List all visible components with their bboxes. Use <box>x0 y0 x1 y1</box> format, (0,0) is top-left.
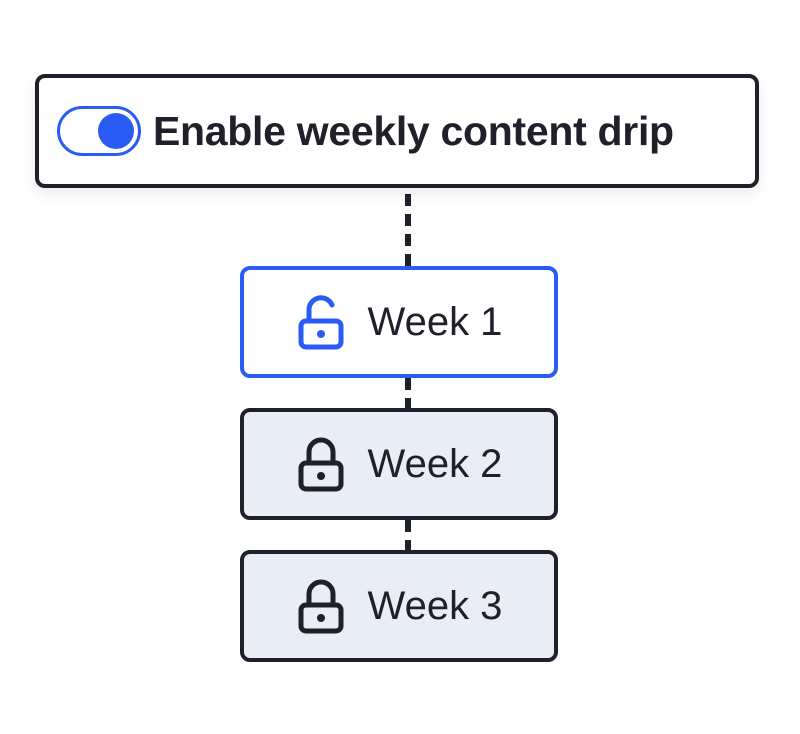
lock-icon <box>298 437 344 492</box>
week-3-card[interactable]: Week 3 <box>240 550 558 662</box>
lock-icon <box>298 579 344 634</box>
weekly-drip-toggle[interactable] <box>57 106 141 156</box>
drip-label: Enable weekly content drip <box>153 107 674 154</box>
toggle-knob <box>98 113 134 149</box>
week-label: Week 2 <box>367 441 503 486</box>
connector-line <box>405 520 411 550</box>
connector-line <box>405 378 411 408</box>
week-label: Week 1 <box>367 299 503 344</box>
week-label: Week 3 <box>367 583 503 628</box>
week-2-card[interactable]: Week 2 <box>240 408 558 520</box>
unlock-icon <box>298 295 344 350</box>
content-drip-card: Enable weekly content drip <box>35 74 759 188</box>
connector-line <box>405 194 411 266</box>
week-1-card[interactable]: Week 1 <box>240 266 558 378</box>
